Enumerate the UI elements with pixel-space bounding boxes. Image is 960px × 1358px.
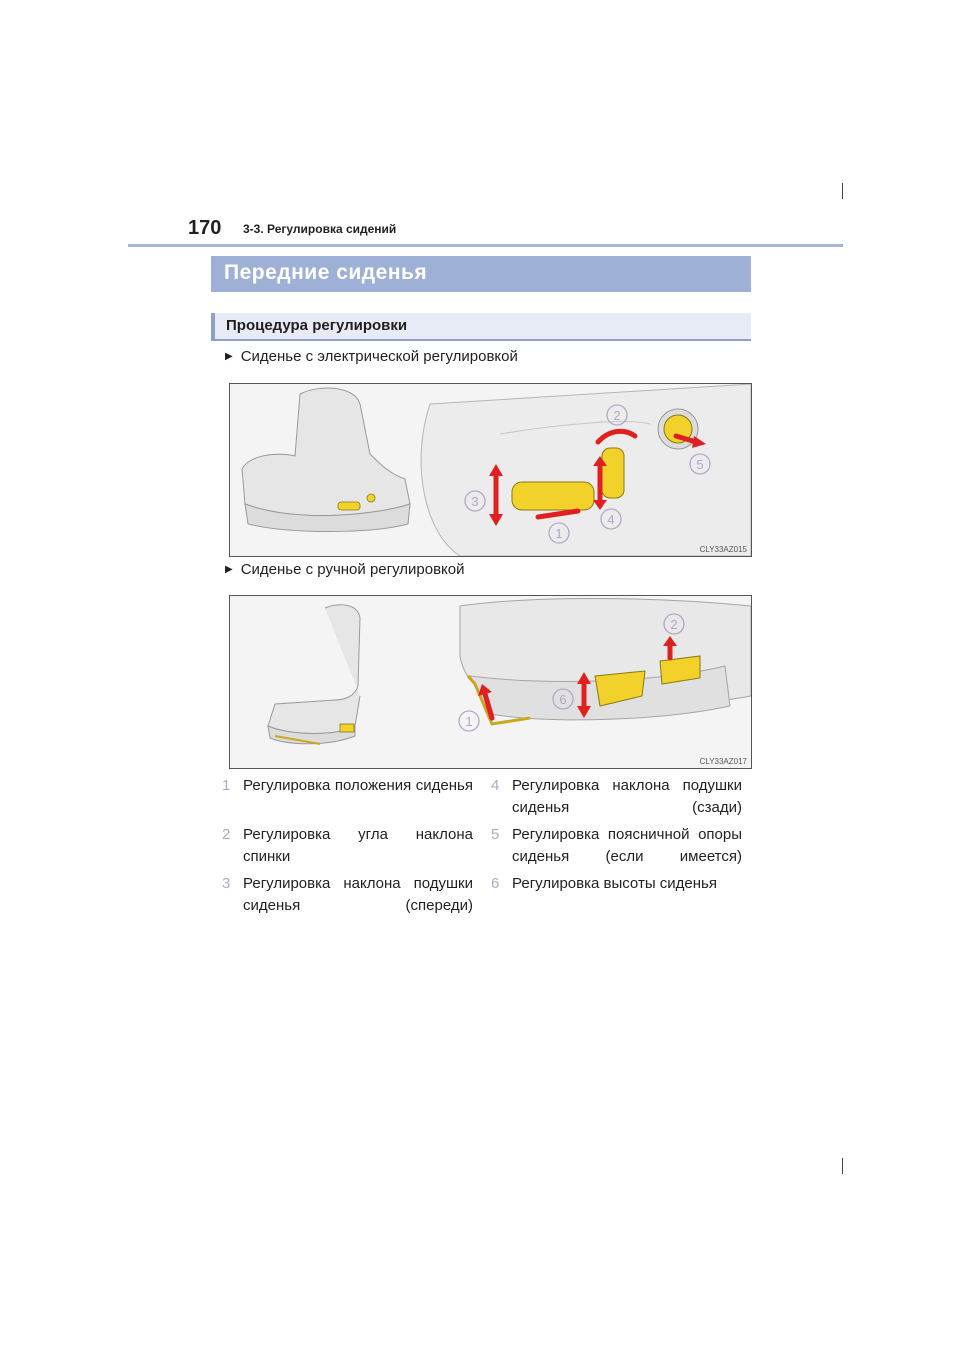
legend-text: Регулировка поясничной опоры сиденья (ес…	[512, 824, 742, 868]
legend-number: 6	[491, 873, 499, 895]
bullet-triangle-icon: ▶	[225, 351, 233, 362]
section-label: 3-3. Регулировка сидений	[243, 222, 396, 236]
legend-text: Регулировка наклона подушки сиденья (сза…	[512, 775, 742, 819]
callout-2: 2	[613, 408, 620, 423]
legend-number: 4	[491, 775, 499, 797]
legend-item-2: 2 Регулировка угла наклона спинки	[222, 824, 473, 868]
callout-2: 2	[670, 617, 677, 632]
figure-2-code: CLY33AZ017	[700, 757, 747, 766]
figure-power-seat: 2 5 3 4 1 CLY33AZ015	[229, 383, 752, 557]
page-title: Передние сиденья	[211, 256, 751, 292]
section-subtitle: Процедура регулировки	[211, 313, 751, 341]
callout-4: 4	[607, 512, 614, 527]
legend-text: Регулировка угла наклона спинки	[243, 824, 473, 868]
figure-manual-seat: 2 6 1 CLY33AZ017	[229, 595, 752, 769]
figure-1-caption: ▶Сиденье с электрической регулировкой	[225, 348, 518, 365]
legend-item-1: 1 Регулировка положения сиденья	[222, 775, 473, 797]
figure-1-code: CLY33AZ015	[700, 545, 747, 554]
legend-number: 2	[222, 824, 230, 846]
legend-item-3: 3 Регулировка наклона подушки сиденья (с…	[222, 873, 473, 917]
power-seat-illustration: 2 5 3 4 1	[230, 384, 751, 556]
legend-number: 3	[222, 873, 230, 895]
header-rule	[128, 244, 843, 247]
bullet-triangle-icon: ▶	[225, 564, 233, 575]
legend-text: Регулировка высоты сиденья	[512, 873, 742, 895]
figure-2-caption: ▶Сиденье с ручной регулировкой	[225, 561, 465, 578]
callout-5: 5	[696, 457, 703, 472]
callout-1: 1	[465, 714, 472, 729]
callout-1: 1	[555, 526, 562, 541]
legend-number: 5	[491, 824, 499, 846]
page-number: 170	[188, 217, 221, 240]
crop-mark-bottom	[842, 1158, 843, 1174]
legend-item-5: 5 Регулировка поясничной опоры сиденья (…	[491, 824, 742, 868]
legend-text: Регулировка положения сиденья	[243, 775, 473, 797]
callout-3: 3	[471, 494, 478, 509]
callout-6: 6	[559, 692, 566, 707]
crop-mark-top	[842, 183, 843, 199]
legend-text: Регулировка наклона подушки сиденья (спе…	[243, 873, 473, 917]
manual-seat-illustration: 2 6 1	[230, 596, 751, 768]
legend-item-6: 6 Регулировка высоты сиденья	[491, 873, 742, 895]
legend-item-4: 4 Регулировка наклона подушки сиденья (с…	[491, 775, 742, 819]
legend-number: 1	[222, 775, 230, 797]
